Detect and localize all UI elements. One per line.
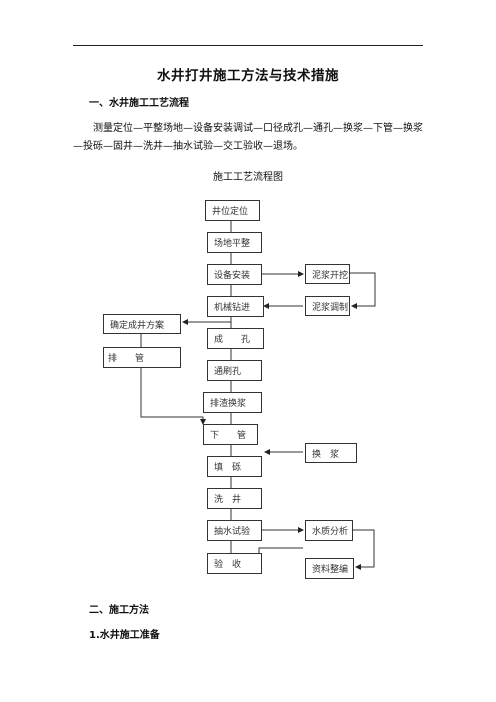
box-gravel-fill: 填 砾: [207, 456, 262, 477]
box-mud-prep: 泥浆调制: [305, 296, 350, 316]
box-acceptance: 验 收: [207, 553, 262, 574]
section2-heading: 二、施工方法: [89, 605, 149, 616]
header-rule: [73, 45, 423, 46]
box-lower-pipe: 下 管: [203, 424, 258, 445]
arrow-to-plan: [182, 317, 232, 325]
document-title: 水井打井施工方法与技术措施: [157, 68, 339, 84]
connector-data-acceptance: [258, 547, 303, 553]
section1-heading: 一、水井施工工艺流程: [89, 98, 189, 109]
box-equipment-install: 设备安装: [207, 264, 262, 285]
subsection1-heading: 1.水井施工准备: [89, 630, 160, 641]
box-hole-brushing: 通刷孔: [207, 360, 262, 381]
box-water-analysis: 水质分析: [305, 520, 353, 541]
box-well-wash: 洗 井: [207, 488, 262, 509]
box-determine-well-plan: 确定成井方案: [103, 314, 181, 334]
box-site-leveling: 场地平整: [207, 232, 262, 253]
box-pipe-arrange: 排 管: [103, 347, 181, 368]
box-slurry-replace: 换 浆: [305, 443, 357, 463]
flowchart-caption: 施工工艺流程图: [213, 172, 283, 183]
box-mechanical-drilling: 机械钻进: [207, 296, 264, 317]
box-slag-slurry-replace: 排渣换浆: [203, 392, 262, 413]
arrow-data-loop: [353, 529, 375, 570]
arrow-mud-loop: [350, 272, 376, 309]
box-hole-forming: 成 孔: [207, 328, 264, 349]
box-data-compile: 资料整编: [305, 558, 354, 579]
section1-paragraph: 测量定位—平整场地—设备安装调试—口径成孔—通孔—换浆—下管—换浆—投砾—固井—…: [73, 123, 423, 152]
box-mud-pit-dig: 泥浆开挖: [305, 264, 350, 284]
box-well-positioning: 井位定位: [205, 200, 260, 221]
box-pumping-test: 抽水试验: [207, 520, 262, 541]
arrow-pipe-to-lower: [140, 368, 206, 425]
